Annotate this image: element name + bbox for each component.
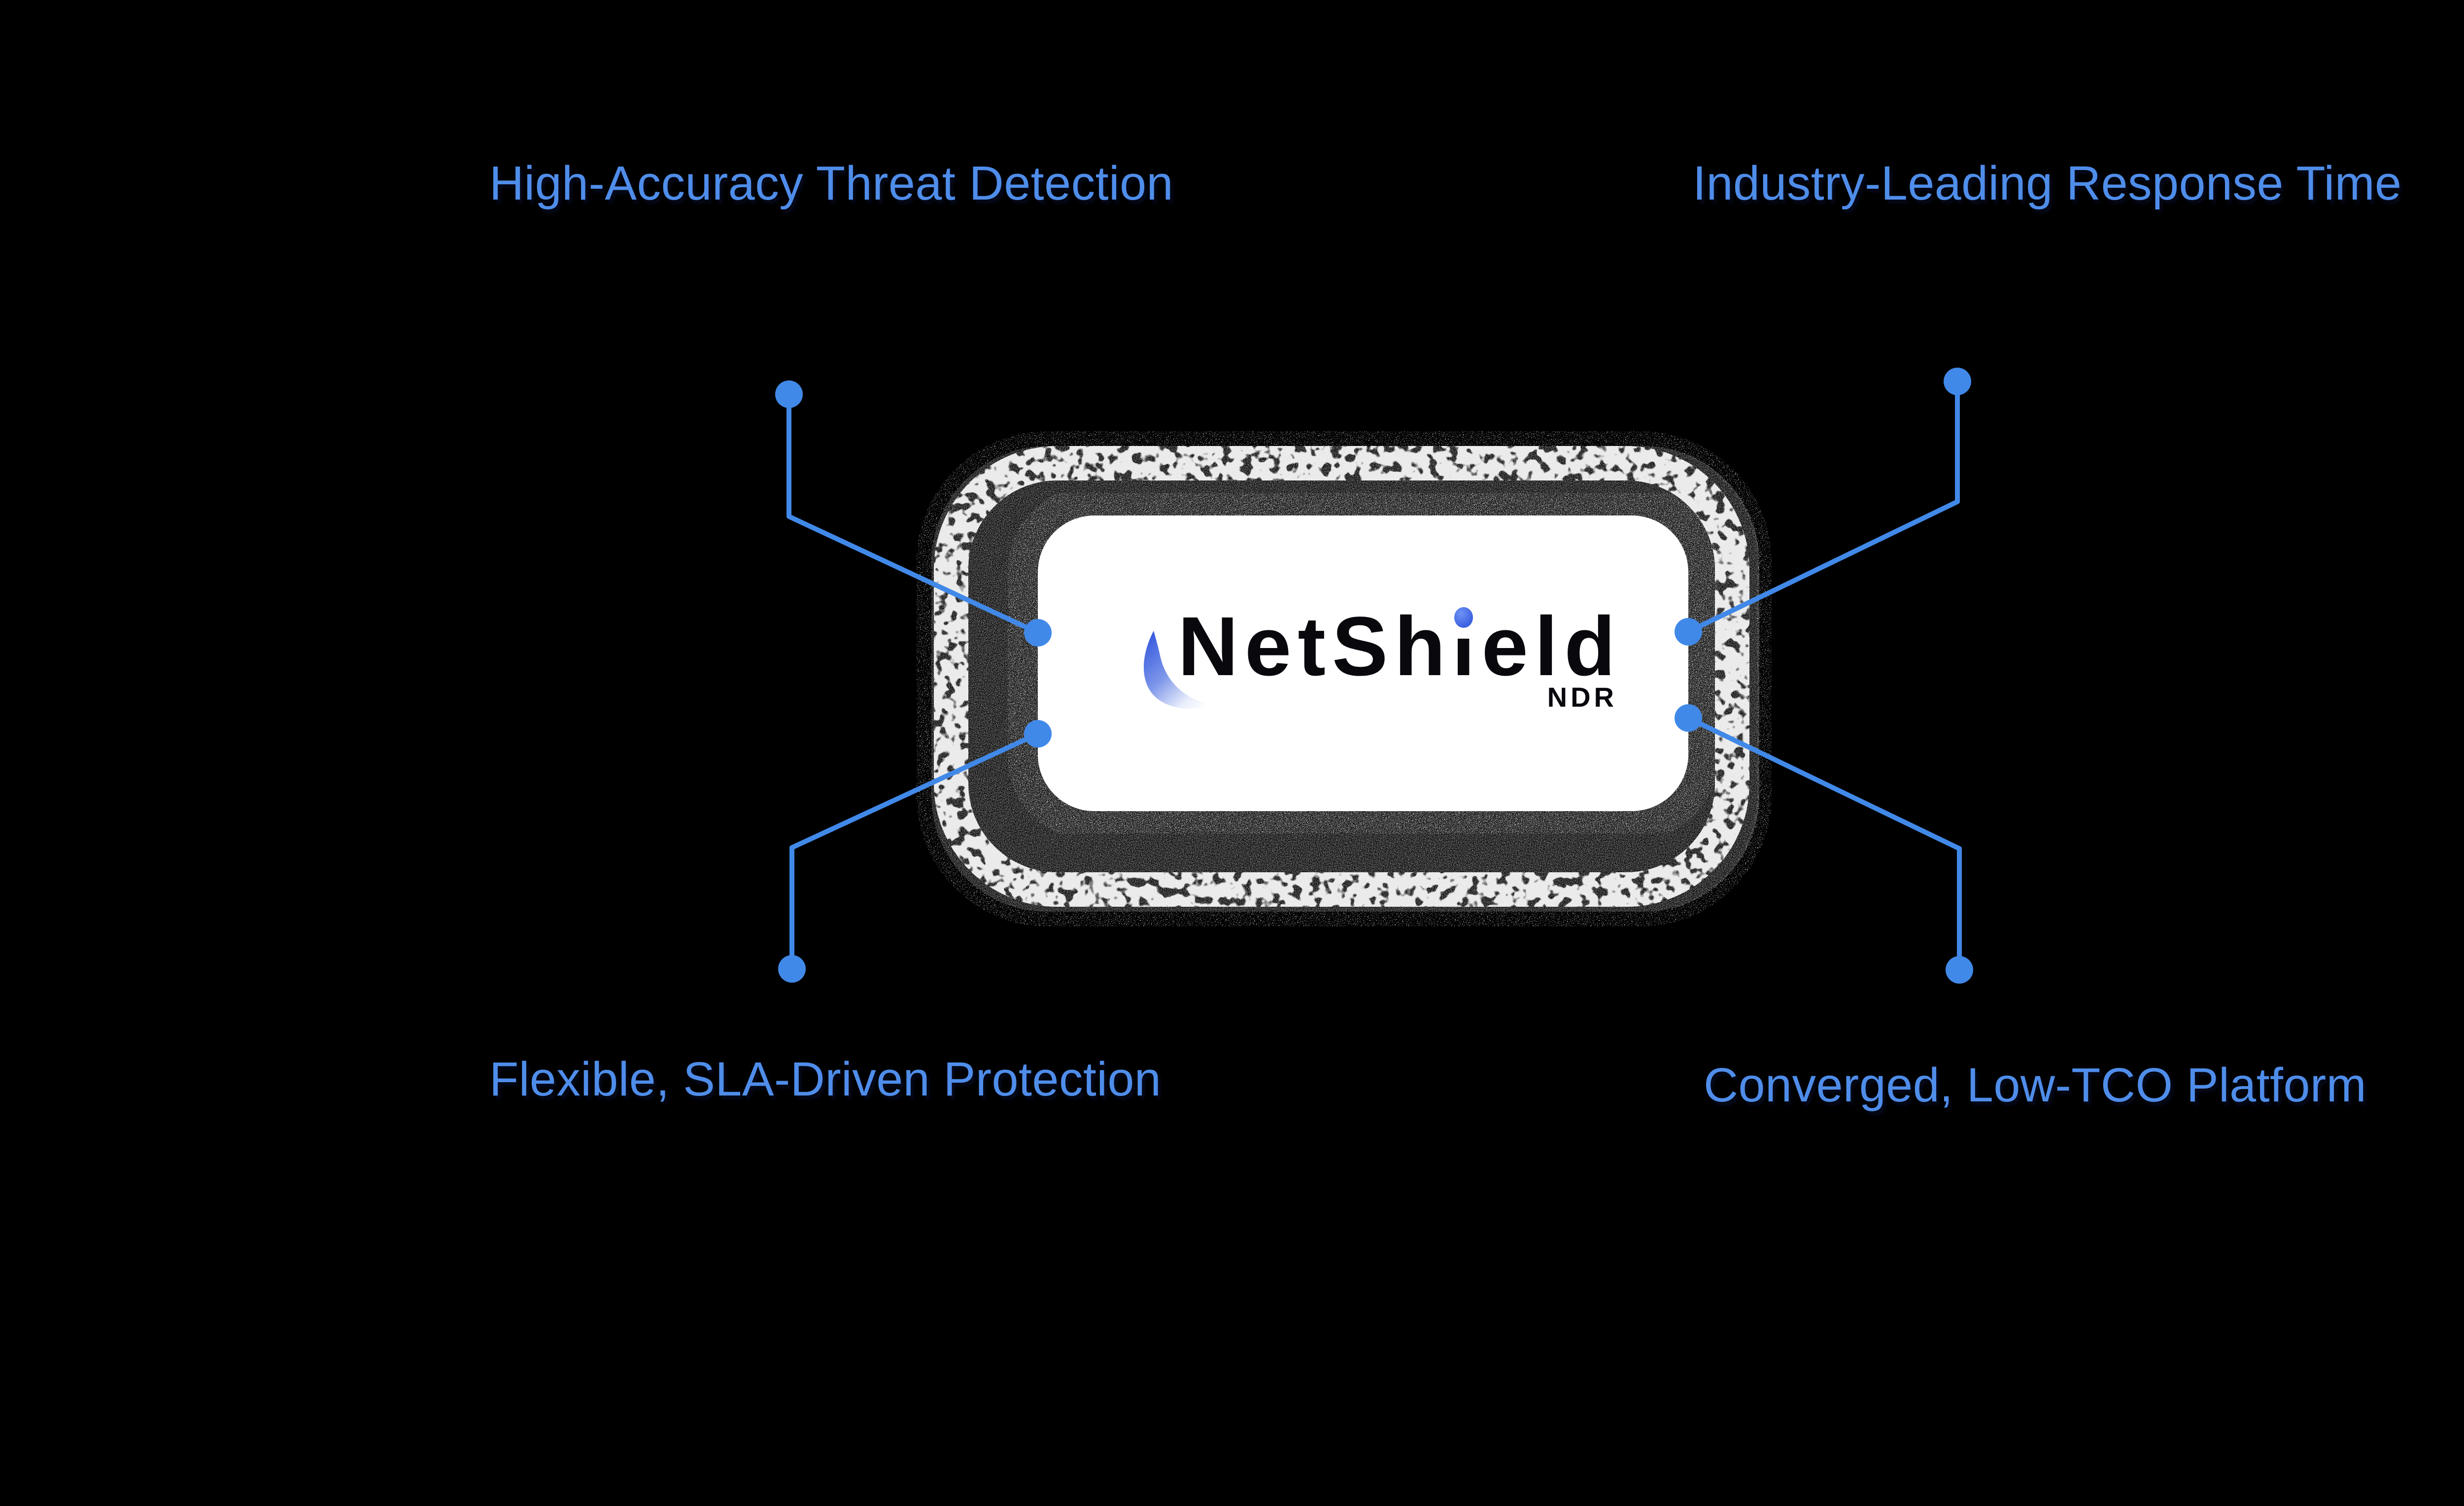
connector-line-top-right: [1687, 381, 1960, 634]
connector-line-bottom-left: [789, 731, 1039, 969]
connector-dot-bottom-left-label: [778, 955, 806, 983]
netshield-logo: NetShield NDR: [1143, 600, 1622, 713]
connector-dot-card-lower-right: [1675, 704, 1702, 732]
connector-lines: [787, 381, 1962, 970]
connector-dot-card-upper-left: [1024, 619, 1052, 647]
callout-label-top-right: Industry-Leading Response Time: [1693, 156, 2402, 210]
connector-dot-top-right-label: [1944, 368, 1971, 395]
logo-i-dot: [1454, 607, 1473, 628]
product-card: [1038, 515, 1688, 811]
connector-line-bottom-right: [1687, 716, 1962, 970]
logo-wordmark: NetShield: [1178, 600, 1622, 693]
callout-label-bottom-right: Converged, Low-TCO Platform: [1704, 1058, 2367, 1112]
logo-subtext: NDR: [1547, 682, 1617, 713]
callout-label-bottom-left: Flexible, SLA-Driven Protection: [489, 1052, 1162, 1106]
connector-dot-card-lower-left: [1024, 720, 1052, 748]
callout-label-top-left: High-Accuracy Threat Detection: [489, 156, 1173, 210]
connector-dot-card-upper-right: [1675, 618, 1702, 646]
connector-dots: [775, 368, 1973, 984]
connector-line-top-left: [787, 394, 1039, 635]
shield-swoosh-icon: [1143, 631, 1215, 709]
connector-dot-top-left-label: [775, 380, 803, 408]
connector-dot-bottom-right-label: [1946, 956, 1973, 984]
